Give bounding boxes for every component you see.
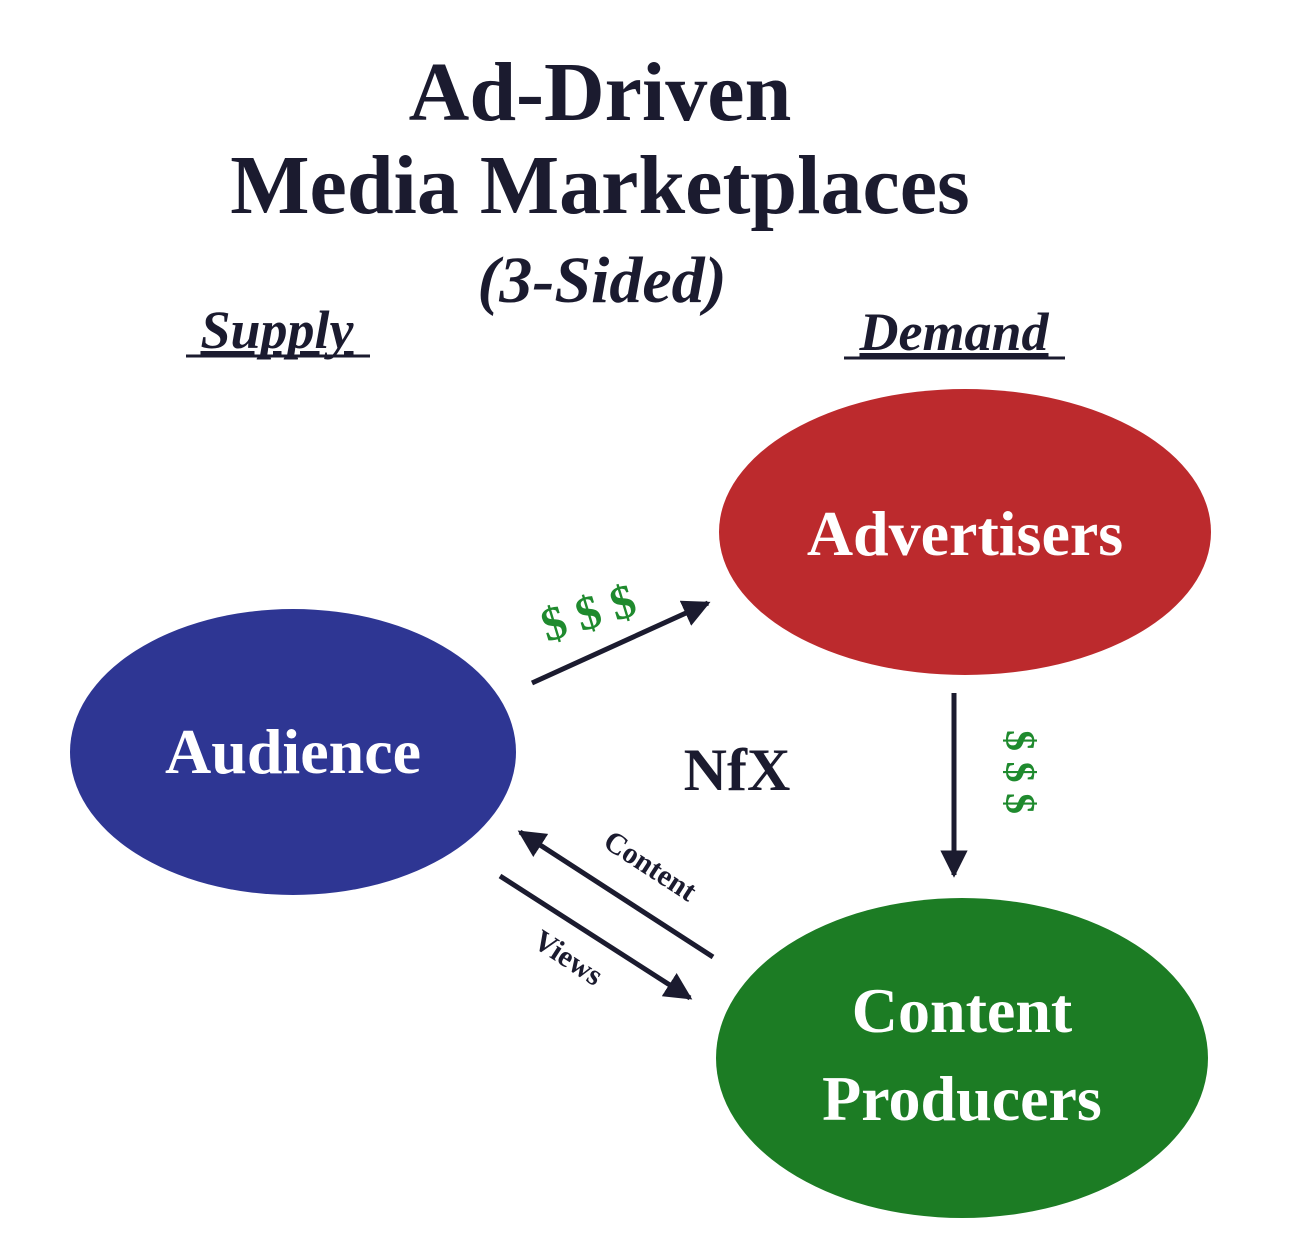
content-producers-node [716,898,1208,1218]
arrow-producers-to-audience [517,829,715,960]
audience-node [70,609,516,895]
views-flow-label: Views [528,924,609,993]
title-line-2: Media Marketplaces [230,139,969,232]
advertisers-label: Advertisers [807,498,1123,569]
content-producers-label-line-2: Producers [822,1063,1102,1134]
arrow-audience-to-advertisers [530,600,711,686]
title-line-1: Ad-Driven [409,46,792,139]
money-label-advertisers-to-producers: $ $ $ [996,730,1042,814]
demand-label: Demand [859,302,1050,362]
supply-label: Supply [200,300,354,360]
nfx-logo: NfX [684,737,791,803]
title-line-3: (3-Sided) [477,244,726,317]
arrow-audience-to-producers [498,873,693,1001]
audience-label: Audience [165,716,421,787]
content-producers-label-line-1: Content [852,975,1073,1046]
advertisers-node [719,389,1211,675]
